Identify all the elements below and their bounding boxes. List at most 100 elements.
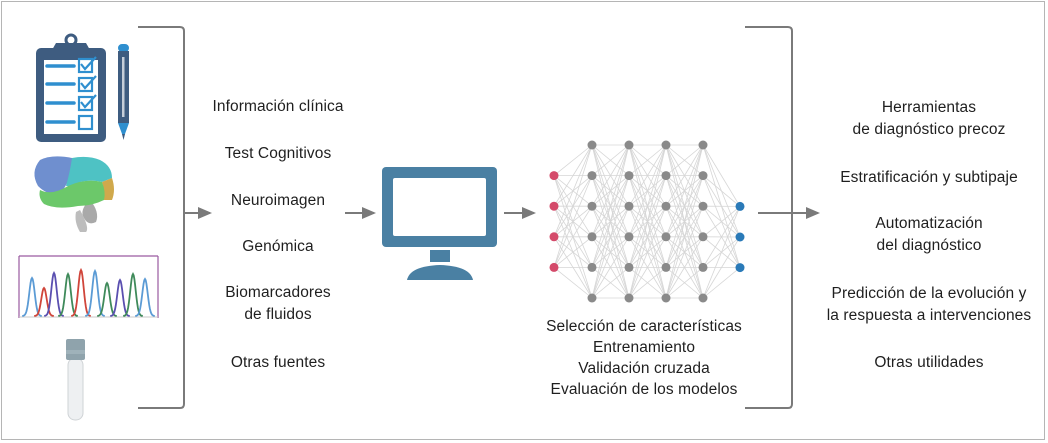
- hidden-node: [698, 293, 708, 303]
- step-cross-validation: Validación cruzada: [578, 360, 710, 377]
- hidden-node: [661, 201, 671, 211]
- network-connection: [628, 144, 667, 237]
- network-connection: [665, 144, 704, 176]
- step-training: Entrenamiento: [592, 339, 696, 356]
- network-connection: [553, 144, 593, 207]
- input-item-text-line-1: Biomarcadores: [225, 284, 331, 301]
- output-item-text-line-1: Predicción de la evolución y: [831, 285, 1027, 302]
- input-item-cognitive-tests: Test Cognitivos: [225, 143, 332, 165]
- input-item-other-sources: Otras fuentes: [231, 352, 325, 374]
- hidden-node: [661, 262, 671, 272]
- network-connection: [665, 236, 704, 299]
- step-feature-selection: Selección de características: [546, 318, 742, 335]
- network-connection: [628, 206, 667, 299]
- hidden-node: [624, 201, 634, 211]
- brain-icon: [34, 156, 114, 232]
- hidden-node: [698, 232, 708, 242]
- chromatogram-peak: [44, 270, 64, 317]
- network-connection: [665, 267, 704, 299]
- network-connection: [591, 144, 630, 237]
- hidden-node: [698, 262, 708, 272]
- neural-network: [549, 140, 745, 303]
- input-item-text-line-2: de fluidos: [244, 306, 312, 323]
- hidden-node: [587, 171, 597, 181]
- network-connection: [665, 144, 704, 268]
- input-node: [549, 262, 559, 272]
- chromatogram-peak: [34, 286, 54, 317]
- clipboard-checklist-icon: [36, 33, 106, 142]
- network-connection: [591, 144, 630, 299]
- network-connection: [591, 206, 630, 299]
- output-item-text: Estratificación y subtipaje: [840, 169, 1018, 186]
- network-connection: [591, 144, 630, 207]
- network-connection: [553, 144, 593, 268]
- network-connection: [628, 175, 667, 299]
- network-connection: [628, 267, 667, 299]
- network-connection: [665, 175, 704, 299]
- output-item-text-line-1: Automatización: [875, 215, 983, 232]
- network-connection: [553, 267, 593, 299]
- input-item-text: Otras fuentes: [230, 354, 326, 371]
- input-item-genomics: Genómica: [242, 236, 313, 258]
- network-connection: [591, 175, 630, 299]
- hidden-node: [698, 201, 708, 211]
- hidden-node: [587, 140, 597, 150]
- network-connection: [553, 205, 593, 268]
- network-connection: [591, 236, 630, 299]
- output-node: [735, 263, 745, 273]
- network-connection: [628, 144, 667, 176]
- network-connection: [591, 267, 630, 299]
- hidden-node: [661, 232, 671, 242]
- hidden-node: [624, 140, 634, 150]
- network-connection: [702, 206, 741, 299]
- hidden-node: [698, 140, 708, 150]
- pencil-icon: [118, 44, 129, 140]
- network-connection: [628, 236, 667, 299]
- hidden-node: [624, 293, 634, 303]
- hidden-node: [698, 171, 708, 181]
- network-connection: [553, 144, 593, 176]
- network-connection: [665, 144, 704, 237]
- network-connection: [702, 206, 741, 238]
- input-item-text: Neuroimagen: [230, 192, 326, 209]
- network-connection: [591, 144, 630, 176]
- network-connection: [702, 144, 741, 207]
- network-connection: [702, 206, 741, 268]
- input-item-text: Información clínica: [212, 98, 344, 115]
- chromatogram-peak: [135, 277, 155, 317]
- right-bracket: [745, 26, 793, 409]
- network-connection: [665, 144, 704, 299]
- output-item-text: Otras utilidades: [874, 354, 984, 371]
- network-connection: [553, 236, 593, 268]
- hidden-node: [587, 293, 597, 303]
- output-item-stratification: Estratificación y subtipaje: [840, 167, 1018, 189]
- network-connection: [665, 144, 704, 207]
- computer-monitor-icon: [382, 167, 497, 280]
- hidden-node: [624, 262, 634, 272]
- hidden-node: [624, 232, 634, 242]
- output-item-early-diagnosis-tools: Herramientas de diagnóstico precoz: [853, 97, 1006, 141]
- input-node: [549, 171, 559, 181]
- network-connection: [553, 144, 593, 237]
- output-item-text-line-2: la respuesta a intervenciones: [826, 307, 1032, 324]
- hidden-node: [624, 171, 634, 181]
- hidden-node: [587, 262, 597, 272]
- hidden-node: [661, 293, 671, 303]
- input-node: [549, 232, 559, 242]
- hidden-node: [661, 140, 671, 150]
- output-item-other-uses: Otras utilidades: [874, 352, 983, 374]
- input-item-text: Test Cognitivos: [224, 145, 332, 162]
- hidden-node: [587, 232, 597, 242]
- network-connection: [702, 236, 741, 299]
- chromatogram-peak: [71, 267, 91, 317]
- dna-sequencing-chromatogram-icon: [18, 255, 159, 318]
- input-item-fluid-biomarkers: Biomarcadores de fluidos: [225, 282, 331, 326]
- output-item-text-line-1: Herramientas: [881, 99, 977, 116]
- step-model-evaluation: Evaluación de los modelos: [550, 381, 738, 398]
- network-connection: [591, 144, 630, 268]
- network-connection: [702, 175, 741, 207]
- output-item-text-line-2: de diagnóstico precoz: [852, 121, 1006, 138]
